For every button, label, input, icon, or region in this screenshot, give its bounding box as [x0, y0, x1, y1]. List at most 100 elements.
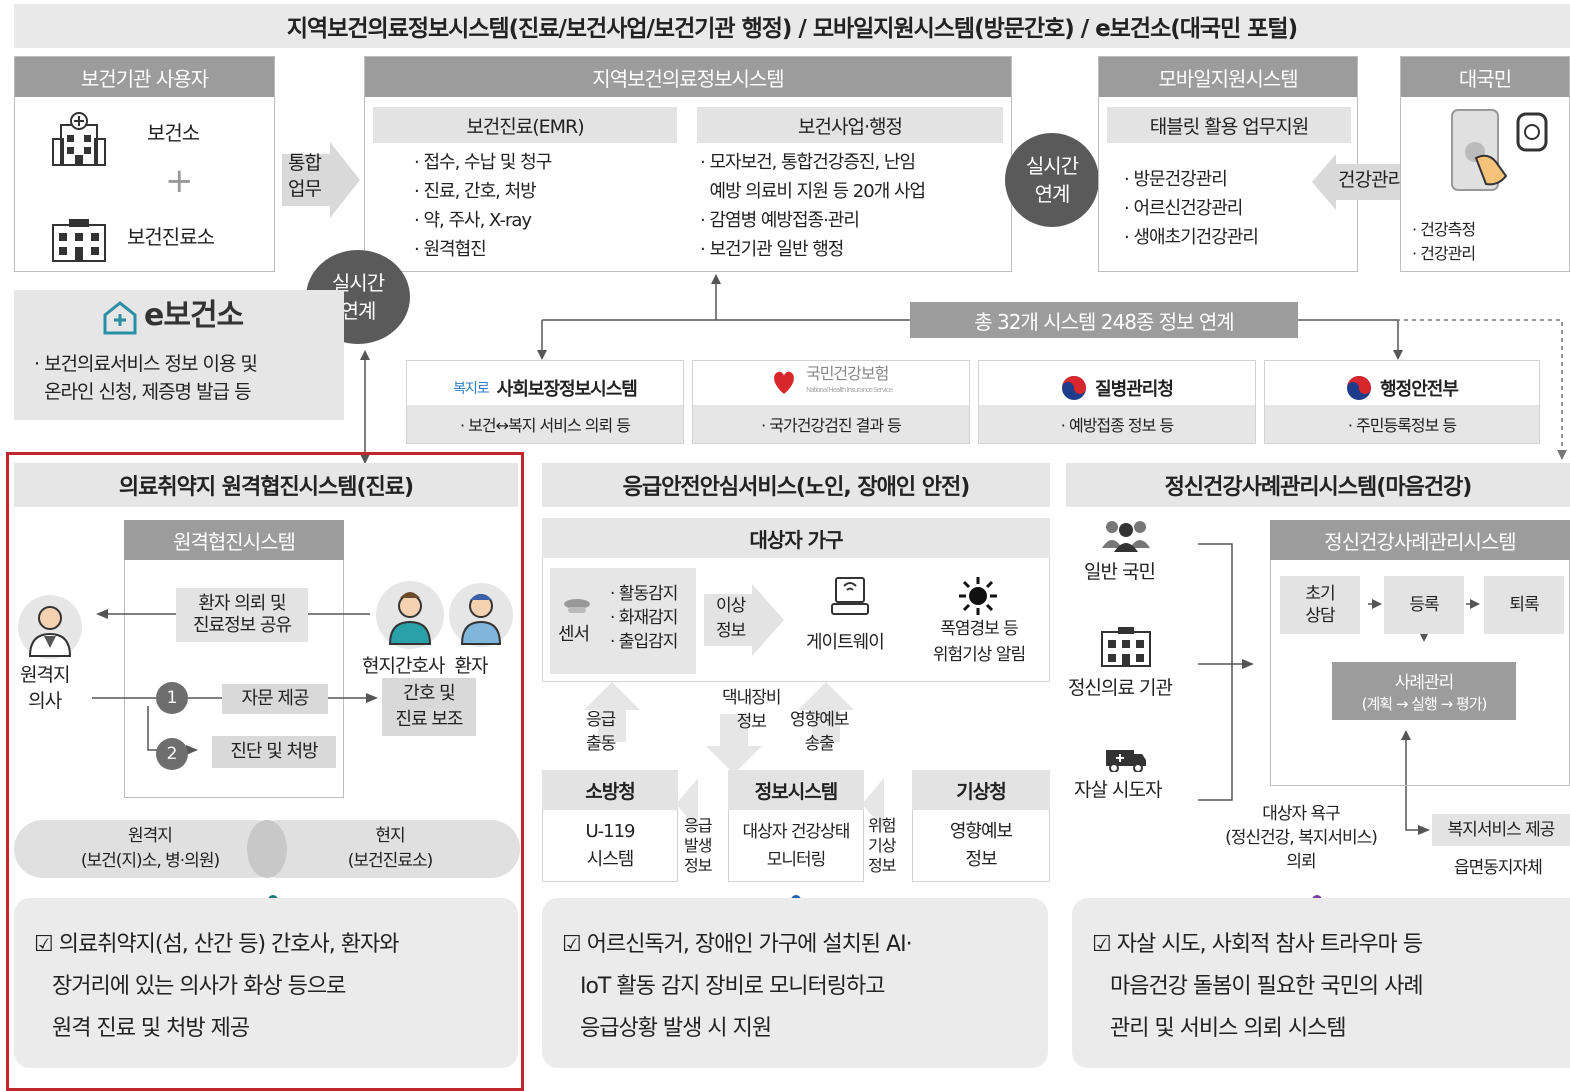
emergency-summary-line: ☑ 어르신독거, 장애인 가구에 설치된 AI·: [562, 932, 913, 957]
case-mgmt-box: 사례관리 (계획 → 실행 → 평가): [1332, 662, 1516, 720]
emr-item: · 진료, 간호, 처방: [414, 181, 537, 202]
mental-lines: [1198, 543, 1480, 835]
admin-item: · 모자보건, 통합건강증진, 난임: [700, 152, 916, 173]
health-mgmt-label: 건강관리: [1338, 169, 1405, 191]
clinic-icon: [52, 219, 106, 262]
sensor-item: · 화재감지: [610, 608, 678, 628]
emergency-up-down-arrows: [584, 682, 854, 774]
doctor-icon: [18, 595, 82, 659]
fire-title: 소방청: [542, 770, 678, 810]
org-card: 복지로 사회보장정보시스템 · 보건↔복지 서비스 의뢰 등: [406, 360, 684, 444]
sites-venn: [14, 820, 520, 878]
regional-system-panel: 지역보건의료정보시스템 보건진료(EMR) 보건사업·행정: [364, 56, 1012, 272]
fire-sys-label: U-119 시스템: [585, 821, 635, 870]
mobile-system-panel: 모바일지원시스템 태블릿 활용 업무지원: [1098, 56, 1358, 272]
needs-label: 대상자 욕구 (정신건강, 복지서비스) 의뢰: [1225, 804, 1378, 872]
forecast-send-label: 영향예보 송출: [790, 710, 850, 754]
mental-summary-line: 관리 및 서비스 의뢰 시스템: [1092, 1016, 1347, 1041]
citizen-title: 대국민: [1401, 57, 1569, 97]
nurse-icon: [376, 581, 444, 649]
mobile-title: 모바일지원시스템: [1099, 57, 1357, 97]
household-title: 대상자 가구: [542, 518, 1050, 558]
org-card: 질병관리청 · 예방접종 정보 등: [978, 360, 1256, 444]
step-1-badge: 1: [156, 682, 188, 714]
ehealth-desc: · 보건의료서비스 정보 이용 및 온라인 신청, 제증명 발급 등: [34, 353, 258, 403]
nurse-patient-label: 현지간호사 환자: [362, 655, 488, 677]
case-mgmt-sub: (계획 → 실행 → 평가): [1361, 695, 1488, 713]
emergency-summary-line: IoT 활동 감지 장비로 모니터링하고: [562, 974, 886, 999]
ambulance-icon: [1106, 750, 1146, 772]
org-desc: · 주민등록정보 등: [1265, 405, 1539, 443]
info-sys-title: 정보시스템: [728, 770, 864, 810]
admin-item: 예방 의료비 지원 등 20개 사업: [700, 181, 926, 202]
gateway-label: 게이트웨이: [806, 632, 885, 653]
danger-info-label: 위험 기상 정보: [868, 816, 896, 875]
org-name-text: 국민건강보험: [805, 364, 889, 383]
org-desc: · 국가건강검진 결과 등: [693, 405, 969, 443]
institution-icon: [1101, 627, 1151, 667]
diagnosis-box: 진단 및 처방: [212, 736, 336, 768]
regional-title: 지역보건의료정보시스템: [365, 57, 1011, 97]
warning-sun-icon: [959, 577, 997, 615]
institution-label: 정신의료 기관: [1068, 677, 1173, 699]
advice-box: 자문 제공: [222, 684, 328, 714]
admin-title: 보건사업·행정: [697, 107, 1003, 143]
org-desc: · 예방접종 정보 등: [979, 405, 1255, 443]
ehealth-panel: [14, 290, 344, 420]
citizen-item: · 건강측정: [1412, 220, 1476, 239]
telemed-summary-line: ☑ 의료취약지(섬, 산간 등) 간호사, 환자와: [34, 932, 399, 957]
share-info-box: 환자 의뢰 및 진료정보 공유: [176, 588, 308, 642]
smartphone-icon: [1451, 109, 1548, 191]
emr-item: · 접수, 수납 및 청구: [414, 152, 552, 173]
mental-summary-line: 마음건강 돌봄이 필요한 국민의 사례: [1092, 974, 1424, 999]
org-desc: · 보건↔복지 서비스 의뢰 등: [407, 405, 683, 443]
sensor-icon: [564, 599, 590, 613]
telemed-summary-line: 원격 진료 및 처방 제공: [34, 1016, 250, 1041]
org-name: 국민건강보험 National Health Insurance Service: [693, 363, 969, 401]
telemed-summary-card: ☑ 의료취약지(섬, 산간 등) 간호사, 환자와 장거리에 있는 의사가 화상…: [14, 898, 518, 1068]
admin-item: · 감염병 예방접종·관리: [700, 210, 860, 231]
nhis-logo-icon: [774, 371, 794, 394]
org-name: 행정안전부: [1265, 369, 1539, 407]
emergency-summary-card: ☑ 어르신독거, 장애인 가구에 설치된 AI· IoT 활동 감지 장비로 모…: [542, 898, 1048, 1068]
citizen-panel: 대국민: [1400, 56, 1570, 272]
integration-label: 통합 업무: [288, 152, 322, 200]
link-total-badge: 총 32개 시스템 248종 정보 연계: [910, 302, 1298, 338]
local-gov-label: 읍면동지자체: [1454, 858, 1543, 878]
government-emblem-icon: [1062, 376, 1087, 400]
remote-doctor-label: 원격지 의사: [20, 664, 70, 712]
emr-title: 보건진료(EMR): [373, 107, 677, 143]
abnormal-arrow: [704, 584, 784, 656]
hospital-icon: [52, 112, 106, 166]
org-name: 질병관리청: [979, 369, 1255, 407]
ehealth-logo-icon: [103, 301, 137, 335]
mental-title: 정신건강사례관리시스템(마음건강): [1066, 463, 1570, 507]
health-center-label: 보건소: [147, 121, 200, 145]
emr-item: · 약, 주사, X-ray: [414, 210, 532, 231]
citizen-item: · 건강관리: [1412, 244, 1476, 263]
forecast-label: 영향예보 정보: [949, 821, 1013, 870]
register-box: 등록: [1384, 576, 1464, 634]
device-info-label: 댁내장비 정보: [722, 688, 782, 732]
welfare-box: 복지서비스 제공: [1432, 814, 1570, 846]
org-name: 복지로 사회보장정보시스템: [407, 369, 683, 407]
ehealth-logo: e보건소: [144, 298, 244, 333]
suicide-label: 자살 시도자: [1074, 779, 1162, 801]
public-label: 일반 국민: [1084, 561, 1156, 583]
nursing-box: 간호 및 진료 보조: [382, 678, 476, 736]
side-arrows: [676, 778, 884, 830]
org-card: 행정안전부 · 주민등록정보 등: [1264, 360, 1540, 444]
org-name-text: 사회보장정보시스템: [496, 379, 638, 400]
emergency-title: 응급안전안심서비스(노인, 장애인 안전): [542, 463, 1050, 507]
kma-title: 기상청: [912, 770, 1050, 810]
sensor-label: 센서: [558, 624, 590, 645]
sensor-item: · 출입감지: [610, 632, 678, 652]
users-panel: 보건기관 사용자 보건소 + 보건진료소: [14, 56, 275, 272]
remote-site-label: 원격지 (보건(지)소, 병·의원): [80, 826, 220, 871]
org-card: 국민건강보험 National Health Insurance Service…: [692, 360, 970, 444]
telemed-sys-title: 원격협진시스템: [124, 520, 344, 560]
mobile-sub: 태블릿 활용 업무지원: [1107, 107, 1351, 143]
org-name-text: 행정안전부: [1380, 379, 1459, 400]
org-name-text: 질병관리청: [1095, 379, 1174, 400]
mobile-item: · 생애초기건강관리: [1124, 227, 1259, 248]
